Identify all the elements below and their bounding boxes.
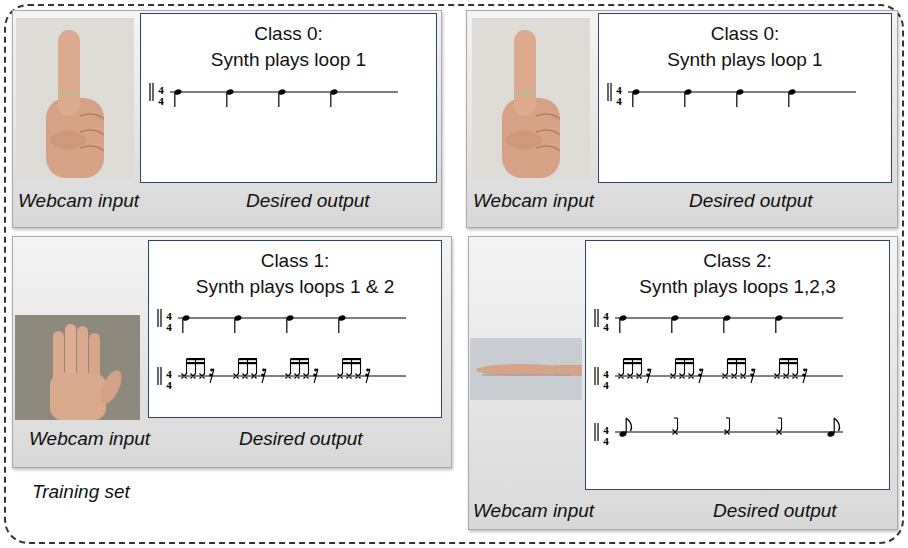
text-slot: Class 0: — [599, 22, 891, 46]
time-signature: 4 — [603, 369, 609, 380]
text-slot: Training set — [32, 480, 130, 504]
text-slot: Desired output — [246, 189, 370, 213]
panel-caption: Webcam input — [473, 499, 594, 523]
staff-notation — [150, 83, 856, 441]
panel-caption: Webcam input — [29, 427, 150, 451]
panel-caption: Webcam input — [473, 189, 594, 213]
time-signature: 4 — [603, 380, 609, 391]
text-slot: Desired output — [239, 427, 363, 451]
time-signature: 4 — [603, 322, 609, 333]
loop-description: Synth plays loops 1 & 2 — [196, 275, 395, 299]
text-slot: Class 0: — [141, 22, 436, 46]
loop-description: Synth plays loop 1 — [211, 48, 366, 72]
class-label: Class 1: — [261, 249, 330, 273]
panel-caption: Webcam input — [18, 189, 139, 213]
time-signature: 4 — [158, 96, 164, 107]
time-signature: 4 — [616, 96, 622, 107]
webcam-image — [16, 18, 134, 178]
text-slot: Synth plays loop 1 — [141, 48, 436, 72]
output-box: Class 0:Synth plays loop 1 — [140, 13, 437, 183]
class-label: Class 2: — [703, 249, 772, 273]
text-slot: Webcam input — [473, 499, 594, 523]
panel-caption: Desired output — [239, 427, 363, 451]
time-signature: 4 — [158, 85, 164, 96]
text-slot: Synth plays loops 1 & 2 — [149, 275, 441, 299]
text-slot: Class 2: — [586, 249, 889, 273]
frame-title: Training set — [32, 480, 130, 504]
class-label: Class 0: — [254, 22, 323, 46]
loop-description: Synth plays loop 1 — [667, 48, 822, 72]
time-signature: 4 — [603, 425, 609, 436]
text-slot: Webcam input — [29, 427, 150, 451]
time-signature: 4 — [166, 369, 172, 380]
webcam-image — [472, 18, 590, 178]
text-slot: Synth plays loops 1,2,3 — [586, 275, 889, 299]
output-box: Class 2:Synth plays loops 1,2,3 — [585, 240, 890, 490]
time-signature: 4 — [166, 322, 172, 333]
output-box: Class 0:Synth plays loop 1 — [598, 13, 892, 183]
training-set-frame: Training setWebcam inputDesired outputCl… — [4, 4, 904, 544]
text-slot: Webcam input — [473, 189, 594, 213]
loop-description: Synth plays loops 1,2,3 — [639, 275, 835, 299]
time-signature: 4 — [616, 85, 622, 96]
webcam-image — [470, 338, 582, 400]
output-box: Class 1:Synth plays loops 1 & 2 — [148, 240, 442, 418]
time-signature: 4 — [603, 311, 609, 322]
text-slot: Desired output — [689, 189, 813, 213]
time-signature: 4 — [603, 436, 609, 447]
webcam-image — [15, 315, 140, 420]
time-signature: 4 — [166, 311, 172, 322]
text-slot: Desired output — [713, 499, 837, 523]
panel-caption: Desired output — [246, 189, 370, 213]
time-signature: 4 — [166, 380, 172, 391]
text-slot: Class 1: — [149, 249, 441, 273]
panel-caption: Desired output — [689, 189, 813, 213]
text-slot: Synth plays loop 1 — [599, 48, 891, 72]
panel-caption: Desired output — [713, 499, 837, 523]
text-slot: Webcam input — [18, 189, 139, 213]
class-label: Class 0: — [711, 22, 780, 46]
